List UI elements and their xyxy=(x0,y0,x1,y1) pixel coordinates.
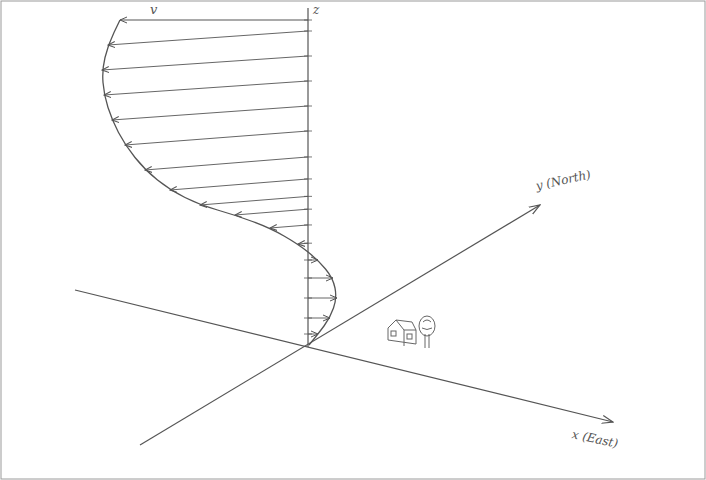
axis-tick xyxy=(304,334,312,335)
velocity-vector xyxy=(235,209,308,215)
axis-tick xyxy=(304,224,312,225)
axis-tick xyxy=(304,156,312,157)
velocity-vector xyxy=(108,31,308,45)
house-tree-sketch xyxy=(388,316,435,348)
velocity-vector xyxy=(200,196,308,205)
axis-tick xyxy=(304,278,312,279)
axis-tick xyxy=(304,318,312,319)
axis-tick xyxy=(304,31,312,32)
velocity-vector xyxy=(125,131,308,145)
axis-tick xyxy=(304,106,312,107)
velocity-vector xyxy=(270,225,308,228)
velocity-vector xyxy=(104,81,308,95)
velocity-vector xyxy=(145,157,308,170)
velocity-vector xyxy=(120,19,308,20)
axis-tick xyxy=(304,260,312,261)
axis-tick xyxy=(304,56,312,57)
velocity-vector xyxy=(102,56,308,70)
velocity-vector xyxy=(170,179,308,190)
axis-tick xyxy=(304,81,312,82)
axis-label: y (North) xyxy=(535,169,592,194)
velocity-vector xyxy=(308,298,337,299)
axis-label: x (East) xyxy=(571,428,620,451)
axis-tick xyxy=(304,196,312,197)
axis-tick xyxy=(304,131,312,132)
axis-tick xyxy=(304,209,312,210)
axis-tick xyxy=(304,178,312,179)
x-axis xyxy=(75,290,613,422)
axis-tick xyxy=(304,243,312,244)
y-axis xyxy=(140,205,540,445)
axis-tick xyxy=(304,20,312,21)
axis-tick xyxy=(304,298,312,299)
velocity-vector xyxy=(112,106,308,120)
z-axis xyxy=(307,8,308,347)
spiral-envelope xyxy=(103,20,336,345)
velocity-label: v xyxy=(150,3,157,17)
axis-label: z xyxy=(313,4,319,17)
